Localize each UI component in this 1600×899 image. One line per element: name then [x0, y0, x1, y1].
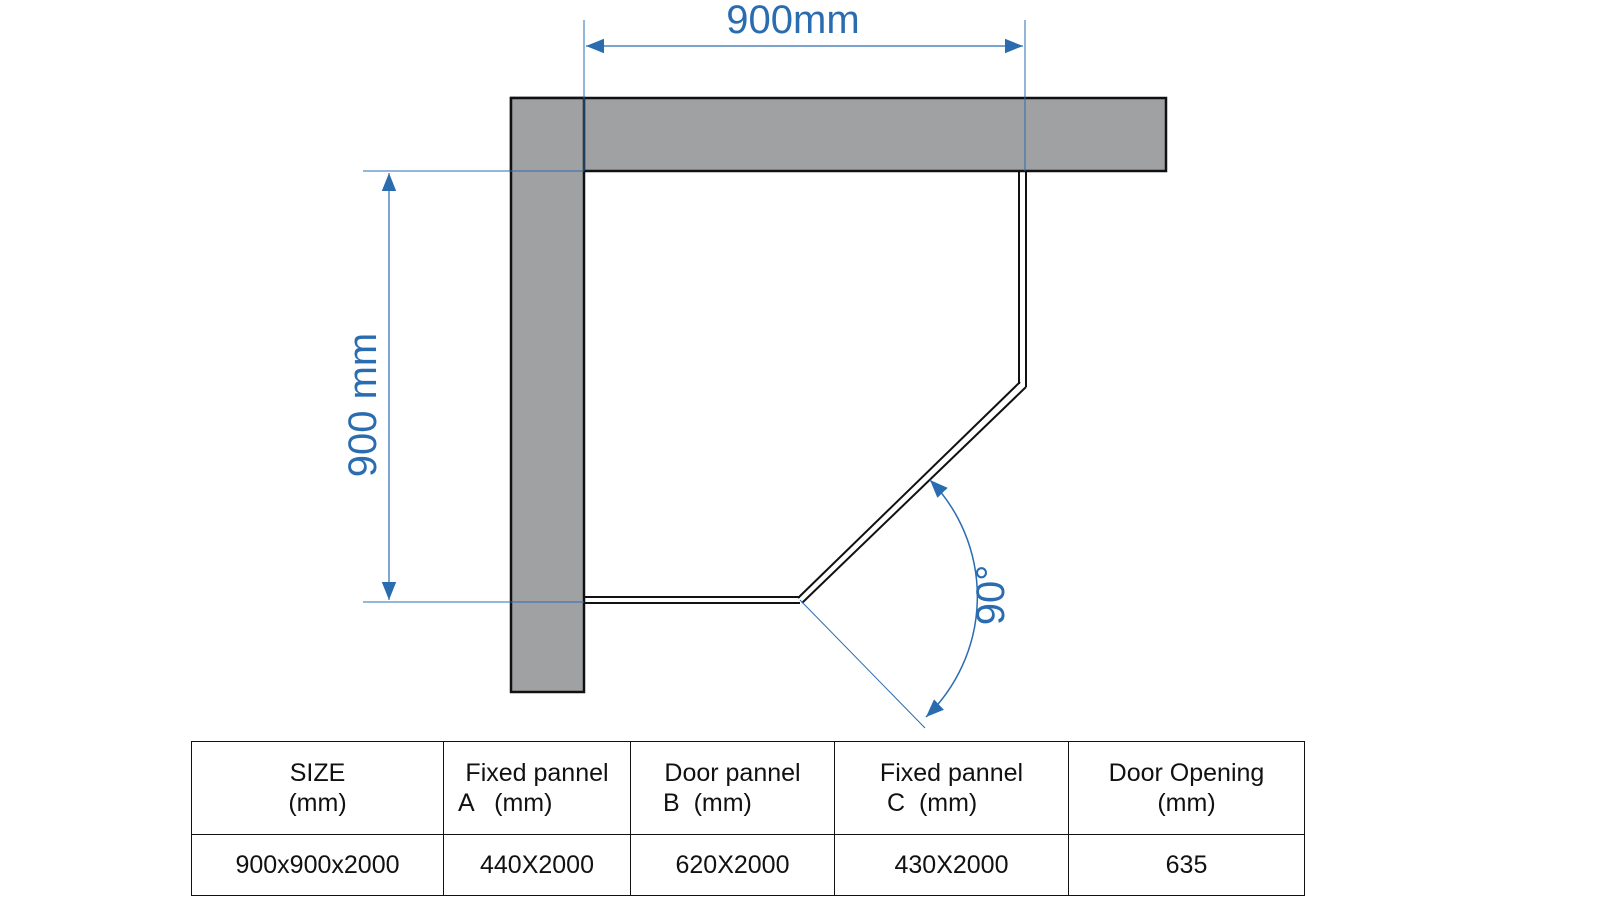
cell-fixed-panel-c: 430X2000	[834, 834, 1069, 896]
fixed-panel-c	[1018, 171, 1027, 387]
header-door-panel-b-line1: Door pannel	[664, 759, 801, 787]
header-door-opening-line1: Door Opening	[1108, 759, 1265, 787]
door-swing-arc	[925, 479, 979, 718]
specification-table: SIZE (mm) Fixed pannel A (mm) Door panne…	[191, 741, 1305, 896]
header-fixed-panel-a-line2: A (mm)	[458, 789, 553, 817]
header-door-opening: Door Opening (mm)	[1068, 741, 1305, 835]
table-header-row: SIZE (mm) Fixed pannel A (mm) Door panne…	[191, 741, 1305, 835]
shower-enclosure-plan-diagram: 900mm 900 mm 90°	[341, 0, 1168, 729]
header-fixed-panel-a-line1: Fixed pannel	[465, 759, 609, 787]
wall-junction-fill	[513, 100, 582, 169]
width-dimension-label: 900mm	[726, 0, 859, 42]
header-door-panel-b-line2: B (mm)	[663, 789, 752, 817]
extension-lines	[363, 20, 1026, 729]
header-fixed-panel-c-line2: C (mm)	[887, 789, 978, 817]
depth-dimension-label: 900 mm	[341, 333, 385, 478]
cell-fixed-panel-a: 440X2000	[443, 834, 631, 896]
fixed-panel-a	[584, 596, 800, 604]
header-door-panel-b: Door pannel B (mm)	[630, 741, 835, 835]
header-size-line1: SIZE	[289, 759, 346, 787]
side-wall	[509, 96, 586, 694]
header-size-line2: (mm)	[288, 789, 347, 817]
cell-door-opening: 635	[1068, 834, 1305, 896]
header-fixed-panel-a: Fixed pannel A (mm)	[443, 741, 631, 835]
door-angle-label: 90°	[969, 565, 1013, 626]
header-size: SIZE (mm)	[191, 741, 444, 835]
door-panel-b	[797, 381, 1027, 604]
table-row: 900x900x2000 440X2000 620X2000 430X2000 …	[191, 834, 1305, 896]
header-fixed-panel-c-line1: Fixed pannel	[879, 759, 1024, 787]
back-wall	[509, 96, 1168, 173]
header-fixed-panel-c: Fixed pannel C (mm)	[834, 741, 1069, 835]
cell-door-panel-b: 620X2000	[630, 834, 835, 896]
header-door-opening-line2: (mm)	[1157, 789, 1216, 817]
cell-size: 900x900x2000	[191, 834, 444, 896]
